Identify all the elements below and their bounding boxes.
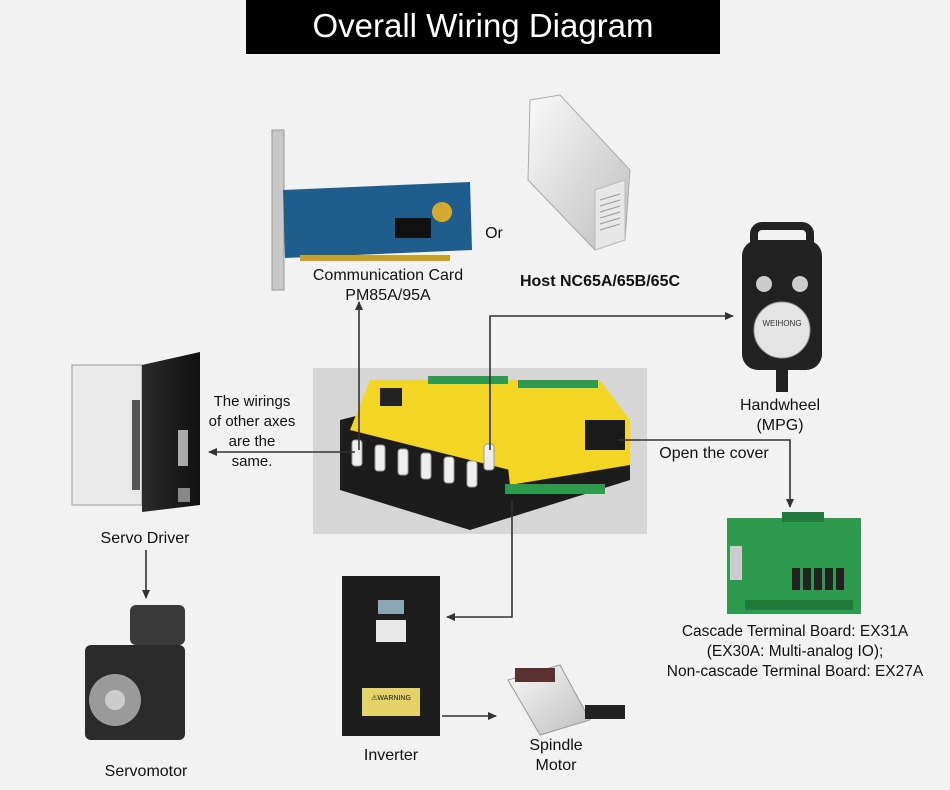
handwheel-label-line1: Handwheel (739, 397, 821, 414)
handwheel-brand: WEIHONG (762, 319, 801, 328)
communication-card-label: Communication Card PM85A/95A (290, 266, 486, 306)
handwheel-illustration: WEIHONG (742, 222, 822, 392)
other-axes-note-line1: The wirings (213, 393, 291, 410)
terminal-board-label-line2: (EX30A: Multi-analog IO); (706, 643, 884, 660)
inverter-warning-label: ⚠WARNING (371, 694, 411, 702)
diagram-title: Overall Wiring Diagram (246, 0, 720, 54)
handwheel-label: Handwheel (MPG) (722, 396, 838, 436)
servo-driver-illustration (71, 352, 200, 512)
wire-to-handwheel (489, 312, 734, 450)
wire-to-terminal-board (618, 439, 794, 508)
host-label: Host NC65A/65B/65C (519, 273, 681, 290)
open-cover-label: Open the cover (659, 445, 769, 462)
or-label: Or (485, 225, 503, 242)
inverter-illustration: ⚠WARNING (342, 576, 440, 736)
servomotor-label: Servomotor (104, 763, 188, 780)
handwheel-label-line2: (MPG) (756, 417, 804, 434)
communication-card-label-line2: PM85A/95A (345, 287, 431, 304)
inverter-label: Inverter (363, 747, 419, 764)
wiring-connections (142, 301, 794, 720)
other-axes-note-line2: of other axes (208, 413, 296, 430)
terminal-board-label-line3: Non-cascade Terminal Board: EX27A (666, 663, 924, 680)
wire-to-inverter (446, 500, 513, 621)
terminal-board-label: Cascade Terminal Board: EX31A (EX30A: Mu… (640, 622, 950, 682)
spindle-motor-label-line2: Motor (535, 757, 577, 774)
terminal-board-illustration (727, 512, 861, 614)
spindle-motor-label-line1: Spindle (529, 737, 583, 754)
servo-driver-label: Servo Driver (100, 530, 190, 547)
host-nc65-illustration (527, 94, 631, 251)
communication-card-illustration (271, 129, 472, 291)
other-axes-note-line4: same. (231, 453, 273, 470)
terminal-board-label-line1: Cascade Terminal Board: EX31A (681, 623, 909, 640)
spindle-motor-label: Spindle Motor (510, 736, 602, 776)
servomotor-illustration (85, 605, 185, 740)
other-axes-note: The wirings of other axes are the same. (192, 392, 312, 472)
spindle-motor-illustration (507, 664, 625, 736)
controller-illustration (313, 368, 647, 534)
communication-card-label-line1: Communication Card (312, 267, 464, 284)
other-axes-note-line3: are the (228, 433, 276, 450)
